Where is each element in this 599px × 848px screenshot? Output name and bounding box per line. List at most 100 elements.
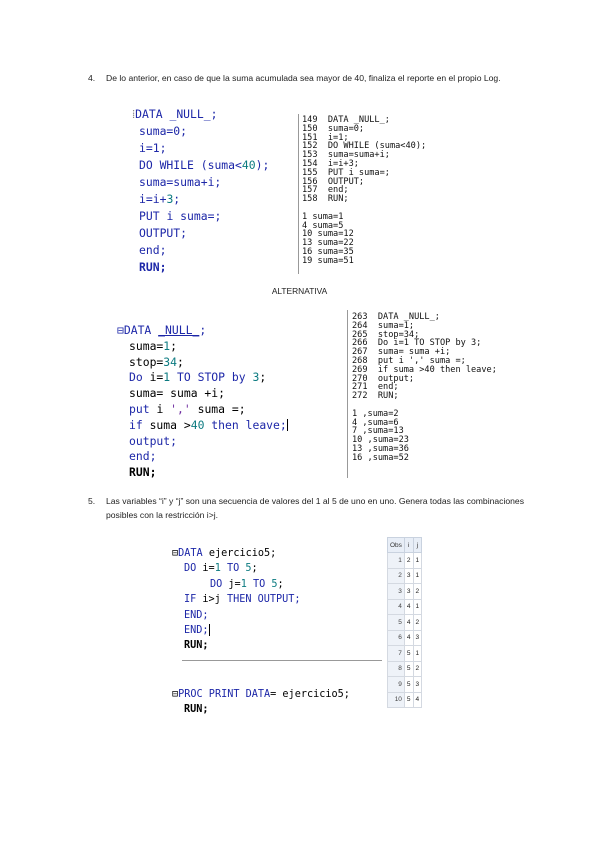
code-line: if suma >40 then leave;	[129, 417, 288, 432]
table-cell: 4	[387, 598, 405, 615]
log-line: 265 stop=34;	[352, 329, 420, 340]
table-cell: 9	[387, 676, 405, 693]
log-output-1: 149 DATA _NULL_;150 suma=0;151 i=1;152 D…	[302, 116, 462, 266]
code-line: put i ',' suma =;	[129, 401, 246, 416]
code-line: RUN;	[184, 640, 209, 652]
item-text: De lo anterior, en caso de que la suma a…	[106, 73, 501, 83]
table-cell: 10	[387, 691, 405, 708]
log-line: 4 suma=5	[302, 220, 344, 231]
caption-alternativa: ALTERNATIVA	[271, 286, 328, 296]
table-cell: 1	[412, 552, 423, 569]
code-line: DO j=1 TO 5;	[210, 578, 284, 590]
table-cell: 2	[412, 583, 423, 600]
code-line: Do i=1 TO STOP by 3;	[129, 370, 267, 385]
code-line: suma=0;	[139, 124, 188, 138]
log-line: 4 ,suma=6	[352, 417, 399, 428]
code-editor-1: ⁞DATA _NULL_; suma=0; i=1; DO WHILE (sum…	[132, 106, 290, 276]
code-line: output;	[129, 433, 178, 448]
table-cell: 5	[403, 676, 414, 693]
code-editor-3: ⊟DATA ejercicio5; DO i=1 TO 5; DO j=1 TO…	[172, 546, 384, 718]
log-line: 150 suma=0;	[302, 123, 365, 134]
table-cell: 2	[412, 614, 423, 631]
table-cell: 4	[412, 691, 423, 708]
code-line: end;	[129, 449, 157, 464]
log-line: 270 output;	[352, 373, 415, 384]
log-line: 16 ,suma=52	[352, 452, 409, 463]
code-line: suma= suma +i;	[129, 386, 226, 401]
log-line: 158 RUN;	[302, 194, 349, 205]
code-line: IF i>j THEN OUTPUT;	[184, 594, 301, 606]
log-line: 10 ,suma=23	[352, 435, 409, 446]
text-cursor	[286, 419, 288, 432]
log-line: 271 end;	[352, 382, 399, 393]
log-line: 1 suma=1	[302, 211, 344, 222]
log-line: 19 suma=51	[302, 255, 354, 266]
log-output-2: 263 DATA _NULL_;264 suma=1;265 stop=34;2…	[352, 313, 522, 463]
code-line: suma=suma+i;	[139, 175, 222, 189]
code-line: OUTPUT;	[139, 226, 188, 240]
table-cell: 1	[412, 645, 423, 662]
log-line: 1 ,suma=2	[352, 408, 399, 419]
log-line: 264 suma=1;	[352, 320, 415, 331]
table-cell: 3	[387, 583, 405, 600]
code-editor-2: ⊟DATA _NULL_; suma=1; stop=34; Do i=1 TO…	[117, 323, 345, 481]
table-cell: 3	[412, 676, 423, 693]
table-cell: 3	[412, 629, 423, 646]
code-line: PUT i suma=;	[139, 209, 222, 223]
log-line: 272 RUN;	[352, 391, 399, 402]
table-cell: 5	[387, 614, 405, 631]
code-line: suma=1;	[129, 338, 178, 353]
log-line: 153 suma=suma+i;	[302, 150, 390, 161]
log-line: 267 suma= suma +i;	[352, 347, 451, 358]
log-line: 263 DATA _NULL_;	[352, 312, 440, 322]
code-line: DO WHILE (suma<40);	[139, 158, 270, 172]
table-header: i	[403, 537, 414, 553]
code-line: DO i=1 TO 5;	[184, 563, 258, 575]
log-line: 154 i=i+3;	[302, 158, 359, 169]
log-line: 16 suma=35	[302, 246, 354, 257]
item-number: 4.	[88, 73, 96, 83]
log-line: 156 OUTPUT;	[302, 176, 365, 187]
code-line: stop=34;	[129, 354, 184, 369]
table-cell: 5	[403, 691, 414, 708]
table-cell: 8	[387, 660, 405, 677]
log-line: 155 PUT i suma=;	[302, 167, 390, 178]
table-cell: 3	[403, 583, 414, 600]
table-cell: 4	[403, 629, 414, 646]
table-cell: 5	[403, 660, 414, 677]
table-cell: 2	[403, 552, 414, 569]
code-line: RUN;	[129, 465, 157, 480]
log-line: 266 Do i=1 TO STOP by 3;	[352, 338, 482, 349]
log-line: 149 DATA _NULL_;	[302, 115, 390, 125]
code-line: END;	[184, 609, 209, 621]
code-line: i=i+3;	[139, 192, 181, 206]
table-cell: 4	[403, 598, 414, 615]
item-number: 5.	[88, 496, 96, 506]
log-line: 269 if suma >40 then leave;	[352, 364, 497, 375]
code-line: DATA	[135, 107, 170, 121]
log-line: 7 ,suma=13	[352, 426, 404, 437]
code-line: end;	[139, 243, 167, 257]
table-cell: 3	[403, 567, 414, 584]
divider	[347, 310, 348, 478]
table-header: j	[412, 537, 423, 553]
code-line: END;	[184, 624, 210, 637]
table-cell: 2	[387, 567, 405, 584]
log-line: 13 ,suma=36	[352, 443, 409, 454]
table-cell: 1	[387, 552, 405, 569]
table-cell: 5	[403, 645, 414, 662]
table-cell: 6	[387, 629, 405, 646]
item-text: Las variables “i” y “j” son una secuenci…	[106, 496, 524, 520]
